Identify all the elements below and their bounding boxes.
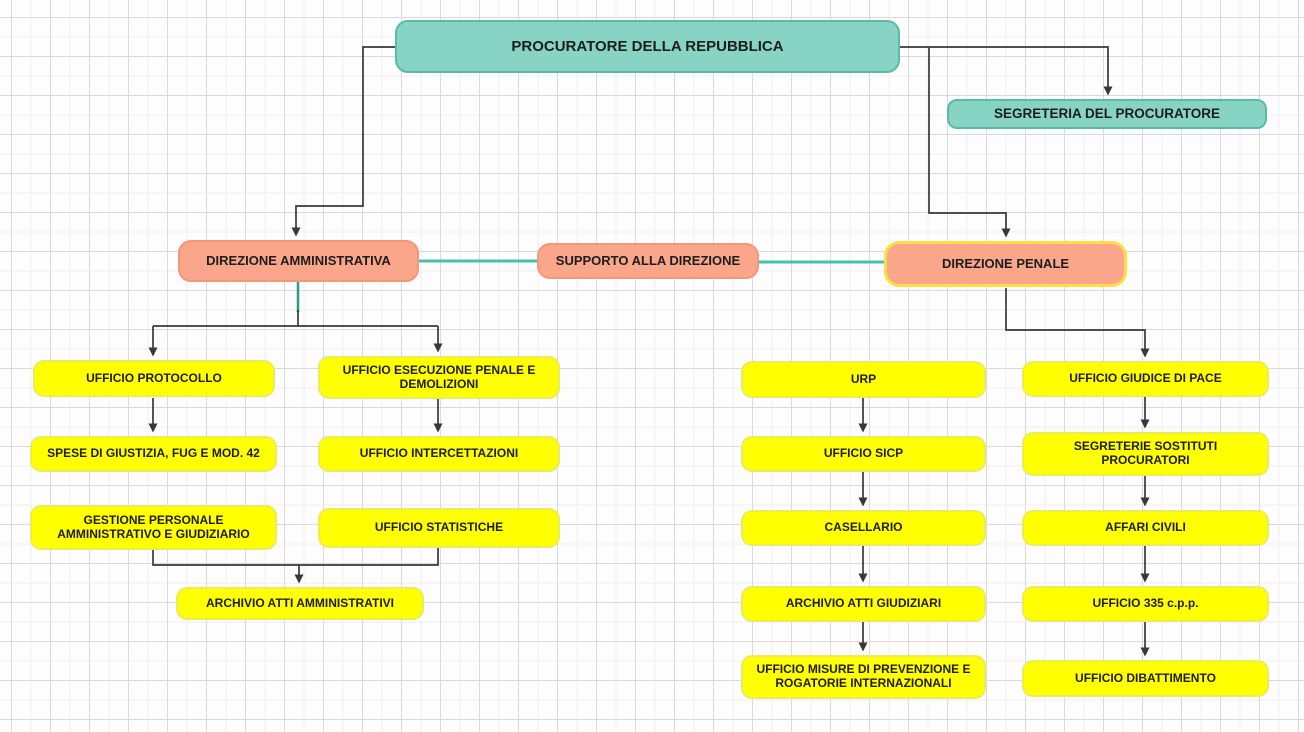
node-urp[interactable]: URP [741,361,986,398]
node-label: AFFARI CIVILI [1105,520,1186,535]
node-ufficio-sicp[interactable]: UFFICIO SICP [741,436,986,472]
node-label: URP [850,371,877,386]
node-ufficio-dibattimento[interactable]: UFFICIO DIBATTIMENTO [1022,660,1269,697]
node-label: UFFICIO SICP [823,446,904,461]
edge-dirpenale-giudicepace [1005,288,1150,358]
node-archivio-giudiziari[interactable]: ARCHIVIO ATTI GIUDIZIARI [741,586,986,622]
node-label: UFFICIO MISURE DI PREVENZIONE E ROGATORI… [756,662,971,690]
node-ufficio-335[interactable]: UFFICIO 335 c.p.p. [1022,586,1269,622]
node-segreterie-sostituti[interactable]: SEGRETERIE SOSTITUTI PROCURATORI [1022,432,1269,476]
node-ufficio-statistiche[interactable]: UFFICIO STATISTICHE [318,508,560,548]
node-label: UFFICIO STATISTICHE [374,520,504,535]
edge-procuratore-dirpenale [928,47,1011,238]
node-ufficio-esecuzione[interactable]: UFFICIO ESECUZIONE PENALE E DEMOLIZIONI [318,356,560,399]
edge-procuratore-segreteria [900,46,1113,96]
node-label: SEGRETERIA DEL PROCURATORE [993,106,1221,122]
node-ufficio-protocollo[interactable]: UFFICIO PROTOCOLLO [33,360,275,397]
node-direzione-penale[interactable]: DIREZIONE PENALE [884,241,1127,287]
node-affari-civili[interactable]: AFFARI CIVILI [1022,510,1269,546]
node-label: CASELLARIO [824,520,903,535]
node-ufficio-giudice-pace[interactable]: UFFICIO GIUDICE DI PACE [1022,361,1269,397]
edge-procuratore-diramm [291,46,395,237]
node-label: SUPPORTO ALLA DIREZIONE [555,252,741,268]
node-spese-giustizia[interactable]: SPESE DI GIUSTIZIA, FUG E MOD. 42 [30,436,277,472]
node-label: SEGRETERIE SOSTITUTI PROCURATORI [1073,439,1218,467]
node-segreteria[interactable]: SEGRETERIA DEL PROCURATORE [947,99,1267,129]
node-ufficio-intercettazioni[interactable]: UFFICIO INTERCETTAZIONI [318,436,560,472]
edge-join-archivio-amm [152,548,439,566]
node-label: DIREZIONE PENALE [941,255,1070,271]
node-label: GESTIONE PERSONALE AMMINISTRATIVO E GIUD… [57,512,250,541]
node-ufficio-misure[interactable]: UFFICIO MISURE DI PREVENZIONE E ROGATORI… [741,655,986,699]
node-label: ARCHIVIO ATTI AMMINISTRATIVI [206,595,394,610]
node-label: UFFICIO PROTOCOLLO [86,370,222,385]
node-gestione-personale[interactable]: GESTIONE PERSONALE AMMINISTRATIVO E GIUD… [30,505,277,550]
node-label: UFFICIO DIBATTIMENTO [1075,670,1216,685]
node-casellario[interactable]: CASELLARIO [741,510,986,546]
node-label: PROCURATORE DELLA REPUBBLICA [511,37,784,55]
node-label: UFFICIO GIUDICE DI PACE [1069,371,1222,386]
node-label: DIREZIONE AMMINISTRATIVA [206,252,391,268]
node-label: ARCHIVIO ATTI GIUDIZIARI [785,596,942,611]
node-label: UFFICIO ESECUZIONE PENALE E DEMOLIZIONI [342,362,536,391]
node-direzione-amministrativa[interactable]: DIREZIONE AMMINISTRATIVA [178,240,419,282]
node-label: SPESE DI GIUSTIZIA, FUG E MOD. 42 [47,446,260,461]
node-archivio-amministrativi[interactable]: ARCHIVIO ATTI AMMINISTRATIVI [176,587,424,620]
node-label: UFFICIO INTERCETTAZIONI [359,446,519,461]
node-label: UFFICIO 335 c.p.p. [1092,596,1199,611]
node-procuratore[interactable]: PROCURATORE DELLA REPUBBLICA [395,20,900,73]
node-supporto-direzione[interactable]: SUPPORTO ALLA DIREZIONE [537,243,759,279]
